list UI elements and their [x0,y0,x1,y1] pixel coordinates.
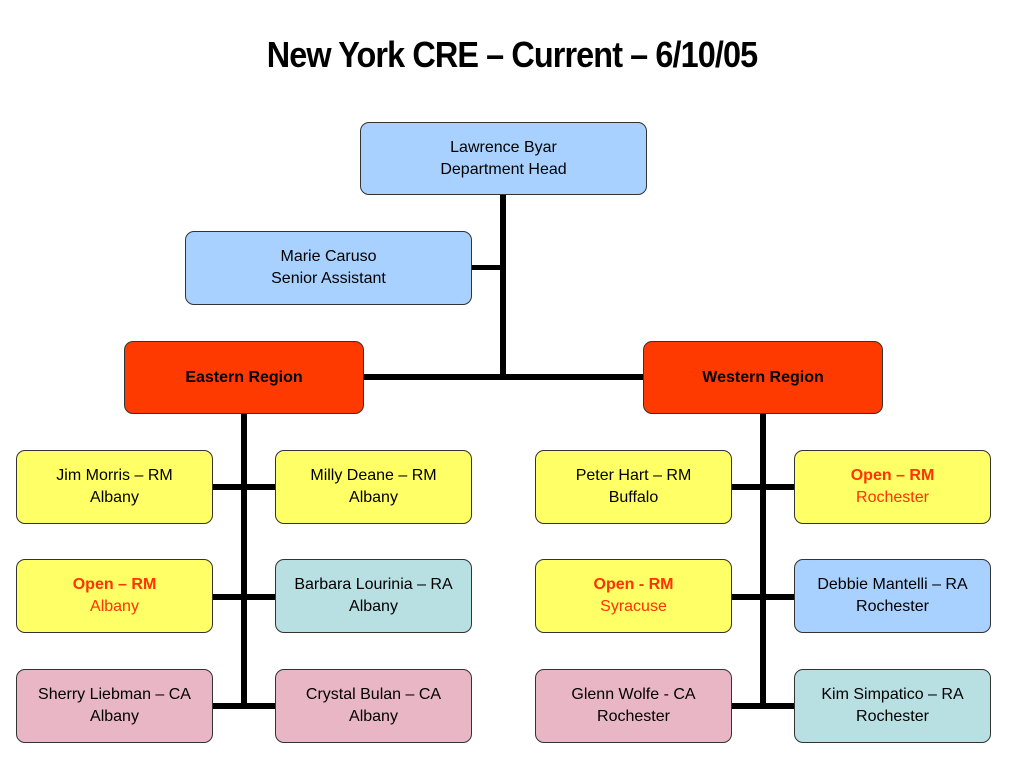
position-location: Rochester [597,708,670,725]
position-box-open-syracuse: Open - RM Syracuse [535,559,732,633]
department-head-name: Lawrence Byar [450,138,557,156]
senior-assistant-box: Marie Caruso Senior Assistant [185,231,472,305]
position-title: Kim Simpatico – RA [821,686,964,703]
position-location: Albany [90,708,139,725]
page-title: New York CRE – Current – 6/10/05 [266,34,758,75]
connector-head-vertical [500,194,506,378]
position-box-jim-morris: Jim Morris – RM Albany [16,450,213,524]
position-location: Albany [349,598,398,615]
position-title: Barbara Lourinia – RA [294,576,453,593]
position-box-open-rochester: Open – RM Rochester [794,450,991,524]
department-head-role: Department Head [440,160,567,178]
department-head-box: Lawrence Byar Department Head [360,122,647,195]
eastern-region-box: Eastern Region [124,341,364,414]
position-location: Rochester [856,489,929,506]
western-region-box: Western Region [643,341,883,414]
connector-eastern-row3 [211,703,277,709]
position-location: Albany [90,489,139,506]
position-box-peter-hart: Peter Hart – RM Buffalo [535,450,732,524]
position-box-glenn-wolfe: Glenn Wolfe - CA Rochester [535,669,732,743]
connector-western-row1 [730,484,796,490]
connector-eastern-spine [241,413,247,708]
position-title: Open - RM [593,576,674,593]
senior-assistant-name: Marie Caruso [280,248,377,265]
connector-eastern-row2 [211,594,277,600]
western-region-label: Western Region [702,368,824,386]
position-location: Buffalo [608,489,659,506]
position-location: Rochester [856,708,929,725]
position-location: Syracuse [600,598,667,615]
position-title: Milly Deane – RM [310,467,437,484]
position-location: Albany [90,598,139,615]
position-title: Glenn Wolfe - CA [571,686,696,703]
position-title: Sherry Liebman – CA [38,686,191,703]
position-box-open-albany: Open – RM Albany [16,559,213,633]
position-location: Albany [349,708,398,725]
position-title: Debbie Mantelli – RA [817,576,968,593]
connector-western-spine [760,413,766,708]
position-title: Jim Morris – RM [56,467,173,484]
position-title: Open – RM [850,467,935,484]
position-box-crystal-bulan: Crystal Bulan – CA Albany [275,669,472,743]
position-location: Rochester [856,598,929,615]
connector-eastern-row1 [211,484,277,490]
position-box-barbara-lourinia: Barbara Lourinia – RA Albany [275,559,472,633]
connector-western-row3 [730,703,796,709]
position-box-sherry-liebman: Sherry Liebman – CA Albany [16,669,213,743]
eastern-region-label: Eastern Region [185,368,303,386]
position-title: Peter Hart – RM [575,467,692,484]
connector-regions [363,374,643,380]
connector-western-row2 [730,594,796,600]
position-box-debbie-mantelli: Debbie Mantelli – RA Rochester [794,559,991,633]
senior-assistant-role: Senior Assistant [271,270,386,287]
position-box-kim-simpatico: Kim Simpatico – RA Rochester [794,669,991,743]
position-title: Crystal Bulan – CA [305,686,442,703]
position-box-milly-deane: Milly Deane – RM Albany [275,450,472,524]
position-location: Albany [349,489,398,506]
position-title: Open – RM [72,576,157,593]
connector-assistant [470,265,503,270]
